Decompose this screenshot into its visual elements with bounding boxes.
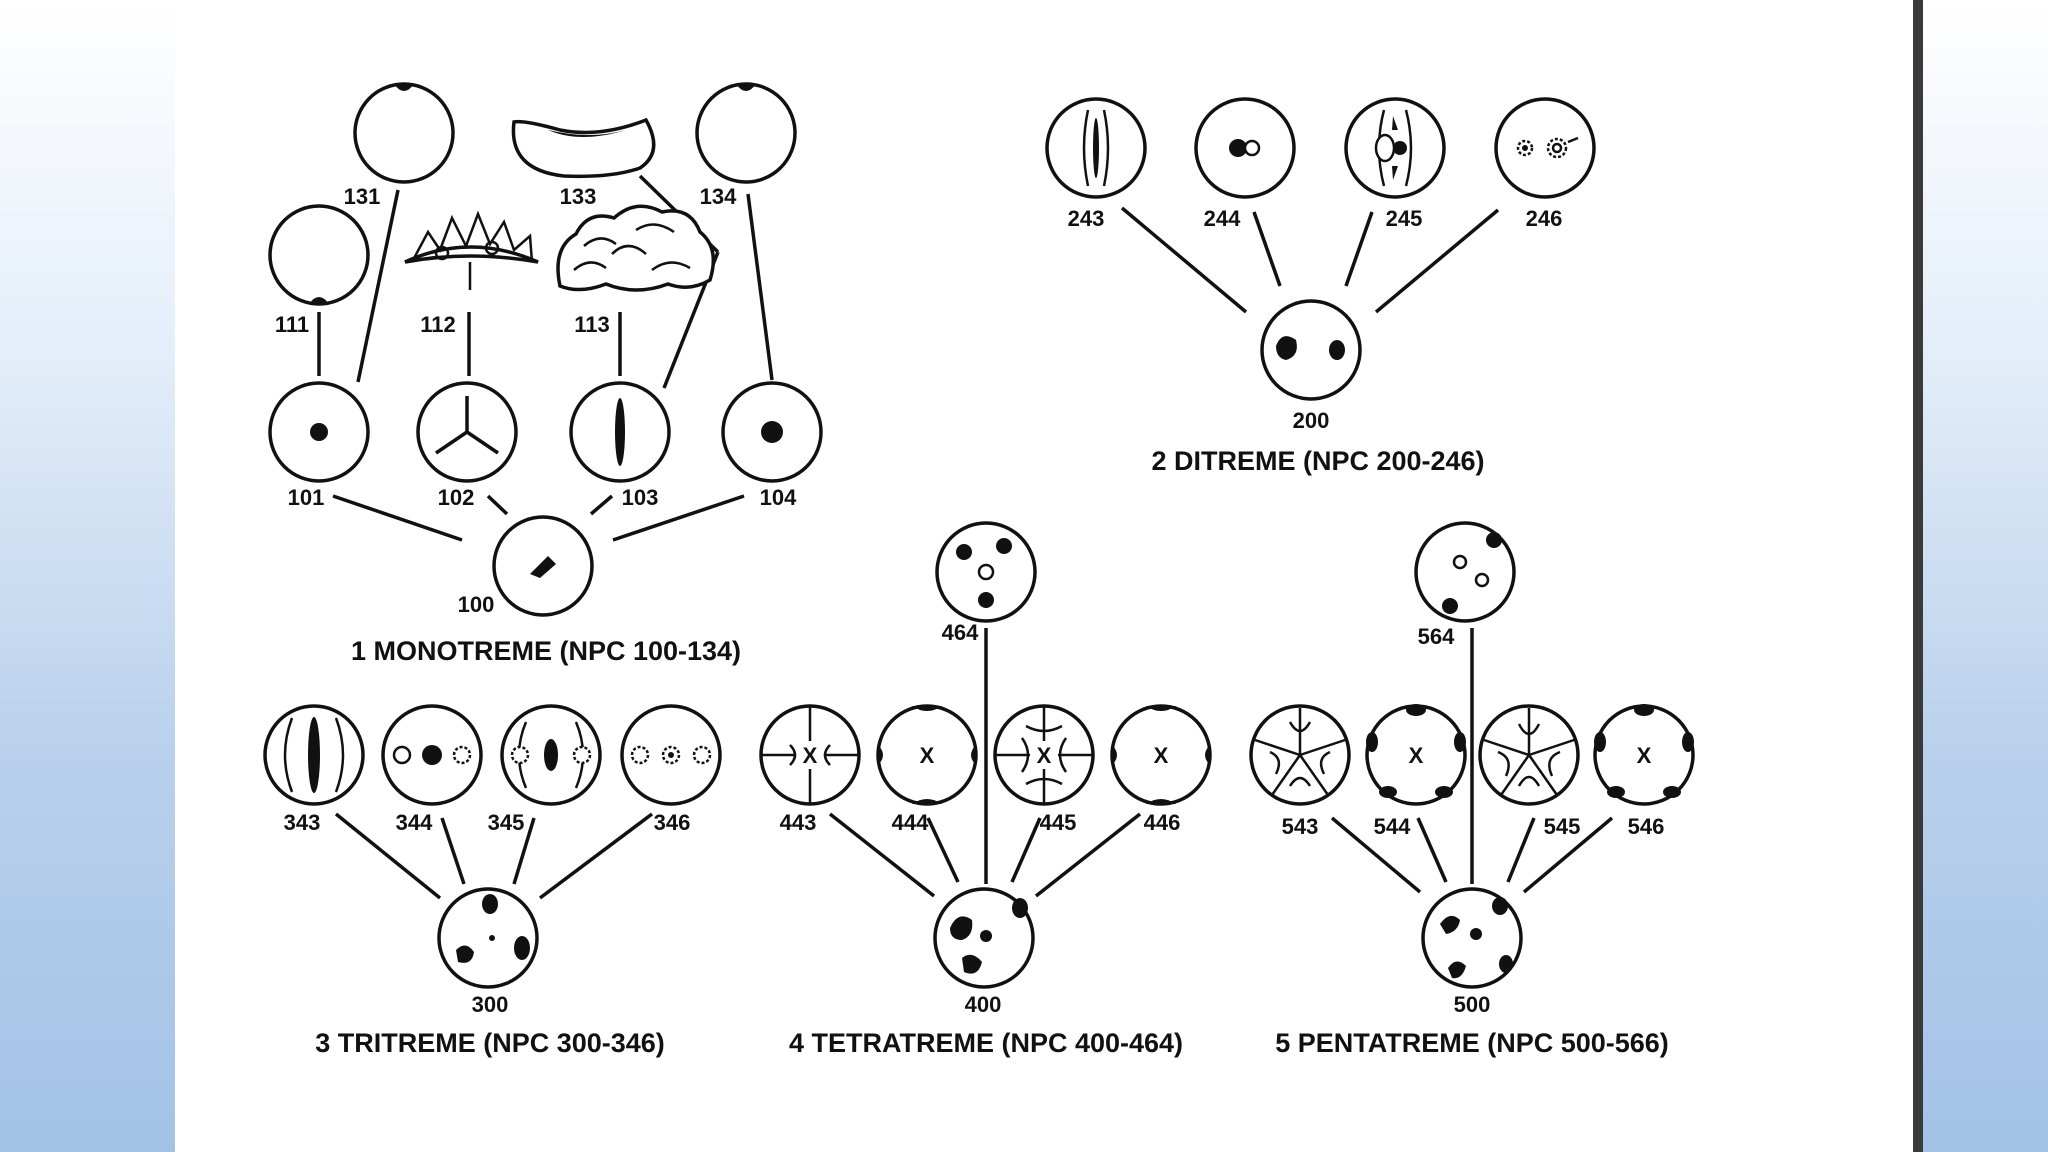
monotreme-connectors	[317, 174, 774, 542]
cell-545	[1478, 704, 1580, 806]
group-tetratreme: X X X X 400 464 443 444 445 446 4 TETRAT…	[759, 521, 1212, 1058]
mark-444: X	[920, 743, 935, 768]
label-112: 112	[420, 312, 456, 337]
label-564: 564	[1418, 624, 1455, 649]
label-446: 446	[1144, 810, 1181, 835]
cell-546: X	[1593, 704, 1695, 806]
title-tetratreme: 4 TETRATREME (NPC 400-464)	[789, 1028, 1183, 1058]
cell-544: X	[1365, 704, 1467, 806]
mark-546: X	[1637, 743, 1652, 768]
group-monotreme: 100 101 102 103 104 111 112 113 131 133 …	[268, 82, 823, 666]
cell-100	[492, 515, 594, 617]
cell-564	[1414, 521, 1516, 623]
cell-244	[1194, 97, 1296, 199]
label-245: 245	[1386, 206, 1423, 231]
pentatreme-connectors	[1330, 628, 1614, 894]
mark-443: X	[803, 743, 818, 768]
label-104: 104	[760, 485, 797, 510]
label-345: 345	[488, 810, 525, 835]
label-244: 244	[1204, 206, 1241, 231]
cell-400	[933, 887, 1035, 989]
tetratreme-connectors	[828, 628, 1142, 898]
title-monotreme: 1 MONOTREME (NPC 100-134)	[351, 636, 741, 666]
label-113: 113	[574, 312, 610, 337]
cell-112	[404, 210, 539, 290]
cell-131	[353, 82, 455, 184]
label-103: 103	[622, 485, 659, 510]
label-102: 102	[438, 485, 475, 510]
cell-111	[268, 204, 370, 306]
label-101: 101	[288, 485, 325, 510]
label-133: 133	[560, 184, 597, 209]
label-200: 200	[1293, 408, 1330, 433]
cell-444: X	[876, 704, 978, 806]
cell-133	[511, 117, 656, 179]
cell-464	[935, 521, 1037, 623]
label-243: 243	[1068, 206, 1105, 231]
cell-134	[695, 82, 797, 184]
cell-343	[263, 704, 365, 806]
group-tritreme: 300 343 344 345 346 3 TRITREME (NPC 300-…	[263, 704, 722, 1058]
title-ditreme: 2 DITREME (NPC 200-246)	[1151, 446, 1484, 476]
label-246: 246	[1526, 206, 1563, 231]
title-tritreme: 3 TRITREME (NPC 300-346)	[315, 1028, 665, 1058]
cell-446: X	[1110, 704, 1212, 806]
label-443: 443	[780, 810, 817, 835]
label-346: 346	[654, 810, 691, 835]
cell-245	[1344, 97, 1446, 199]
cell-200	[1260, 299, 1362, 401]
cell-104	[721, 381, 823, 483]
mark-544: X	[1409, 743, 1424, 768]
title-pentatreme: 5 PENTATREME (NPC 500-566)	[1275, 1028, 1669, 1058]
label-543: 543	[1282, 814, 1319, 839]
mark-446: X	[1154, 743, 1169, 768]
tritreme-connectors	[334, 812, 654, 900]
label-545: 545	[1544, 814, 1581, 839]
cell-102	[416, 381, 518, 483]
cell-445: X	[993, 704, 1095, 806]
label-500: 500	[1454, 992, 1491, 1017]
group-ditreme: 200 243 244 245 246 2 DITREME (NPC 200-2…	[1045, 97, 1596, 476]
cell-346	[620, 704, 722, 806]
cell-300	[437, 887, 539, 989]
cell-113	[556, 204, 716, 292]
label-300: 300	[472, 992, 509, 1017]
mark-445: X	[1037, 743, 1052, 768]
slide-edge-bar	[1913, 0, 1923, 1152]
ditreme-connectors	[1120, 206, 1500, 314]
label-546: 546	[1628, 814, 1665, 839]
label-344: 344	[396, 810, 433, 835]
label-134: 134	[700, 184, 737, 209]
group-pentatreme: X X 500 564 543 544 545 546 5 PENTATREME…	[1249, 521, 1695, 1058]
cell-103	[569, 381, 671, 483]
label-343: 343	[284, 810, 321, 835]
cell-243	[1045, 97, 1147, 199]
label-464: 464	[942, 620, 979, 645]
label-400: 400	[965, 992, 1002, 1017]
label-445: 445	[1040, 810, 1077, 835]
label-544: 544	[1374, 814, 1411, 839]
label-131: 131	[344, 184, 381, 209]
cell-500	[1421, 887, 1523, 989]
cell-101	[268, 381, 370, 483]
label-111: 111	[275, 312, 309, 337]
cell-443: X	[759, 704, 861, 806]
cell-543	[1249, 704, 1351, 806]
cell-345	[500, 704, 602, 806]
label-100: 100	[458, 592, 495, 617]
cell-344	[381, 704, 483, 806]
label-444: 444	[892, 810, 929, 835]
cell-246	[1494, 97, 1596, 199]
